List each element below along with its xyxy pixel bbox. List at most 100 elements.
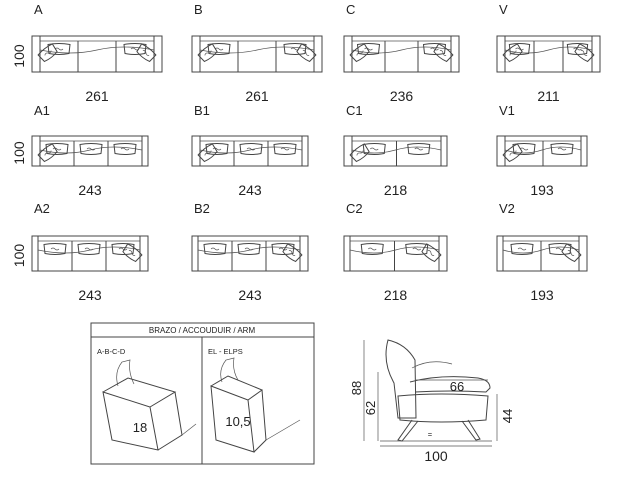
pillow-tag	[412, 247, 421, 251]
pillow-outline	[123, 43, 147, 55]
pillow-outline	[113, 143, 137, 155]
arm-pillow-right	[136, 43, 157, 63]
backrest	[385, 339, 417, 419]
pillow-outline	[197, 143, 218, 163]
width-dimension: 236	[390, 88, 414, 104]
arm-side	[253, 389, 267, 453]
width-dimension: 261	[85, 88, 109, 104]
pillow-outline	[349, 143, 370, 163]
sofa-outline	[343, 35, 460, 73]
arm-pillow-right	[282, 243, 303, 263]
seat-base	[397, 393, 489, 423]
seat-pillow	[548, 243, 572, 255]
pillow-tag	[567, 250, 575, 256]
seat-pillow	[405, 243, 429, 255]
cushion-line	[504, 146, 582, 154]
sofa-outline	[496, 135, 588, 167]
cushion-line	[199, 46, 315, 54]
arm-pillow-right	[433, 43, 454, 63]
seat-pillow	[510, 243, 534, 255]
seat-pillow	[47, 43, 71, 55]
seat-pillow	[45, 143, 69, 155]
arm-sketch-slim: 10,5	[210, 357, 301, 453]
arm-height-label: 62	[363, 401, 378, 415]
sofa-outline	[496, 35, 601, 73]
pillow-outline	[510, 243, 534, 255]
pillow-outline	[122, 243, 143, 263]
pillow-tag	[356, 150, 364, 156]
arm-pillow-left	[349, 43, 370, 63]
pillow-tag	[302, 50, 310, 56]
pillow-tag	[214, 47, 224, 51]
arm-width-slim: 10,5	[225, 414, 250, 429]
cushion-line	[39, 146, 143, 154]
pillow-outline	[550, 143, 574, 155]
arm-top	[102, 377, 177, 408]
pillow-outline	[360, 243, 384, 255]
model-code: A2	[34, 201, 50, 216]
pillow-outline	[45, 143, 69, 155]
equal-mark: =	[428, 430, 433, 439]
pillow-tag	[212, 147, 222, 151]
pillow-tag	[414, 147, 423, 151]
model-code: V1	[499, 103, 515, 118]
total-height-label: 88	[349, 381, 364, 395]
seat-height-label: 44	[500, 409, 515, 423]
seat-depth-label: 66	[450, 379, 464, 394]
pillow-tag	[142, 50, 150, 56]
pillow-tag	[246, 147, 256, 151]
pillow-tag	[288, 250, 296, 256]
pillow-outline	[405, 243, 429, 255]
front-leg	[397, 419, 419, 442]
pillow-tag	[519, 147, 529, 151]
pillow-outline	[422, 43, 447, 55]
seat-pillow	[508, 43, 531, 55]
arm-side	[157, 391, 183, 451]
arm-pillow-left	[37, 43, 58, 63]
seat-pillow	[422, 43, 447, 55]
pillow-tag	[515, 47, 524, 51]
pillow-outline	[512, 143, 536, 155]
arm-type-label-right: EL - ELPS	[208, 347, 243, 356]
seat-pillow	[207, 43, 231, 55]
pillow-tag	[368, 247, 377, 251]
cushion-line	[199, 146, 303, 154]
arm-top	[210, 375, 264, 401]
pillow-tag	[50, 247, 60, 251]
arm-pillow-left	[197, 143, 218, 163]
arm-pillow-right	[561, 243, 582, 263]
model-code: C2	[346, 201, 363, 216]
arm-pillow-left	[197, 43, 218, 63]
arm-type-label-left: A-B-C-D	[97, 347, 126, 356]
height-label-row-1: 100	[11, 44, 27, 68]
pillow-outline	[79, 143, 103, 155]
seat-pillow	[360, 243, 384, 255]
pillow-outline	[561, 243, 582, 263]
arm-pillow-right	[122, 243, 143, 263]
arm-box-title: BRAZO / ACCOUDUIR / ARM	[149, 326, 256, 335]
model-code: A	[34, 2, 43, 17]
height-label-row-3: 100	[11, 244, 27, 268]
seat-pillow	[566, 43, 589, 55]
pillow-outline	[207, 43, 231, 55]
pillow-outline	[502, 43, 523, 63]
cushion-line	[502, 246, 580, 254]
seat-pillow	[203, 243, 227, 255]
pillow-outline	[421, 243, 442, 263]
pillow-tag	[120, 147, 130, 151]
width-dimension: 193	[530, 182, 554, 198]
seat-pillow	[550, 143, 574, 155]
pillow-outline	[283, 43, 307, 55]
pillow-tag	[204, 50, 212, 56]
seat-pillow	[205, 143, 229, 155]
cushion-line	[351, 146, 442, 154]
pillow-tag	[44, 50, 52, 56]
